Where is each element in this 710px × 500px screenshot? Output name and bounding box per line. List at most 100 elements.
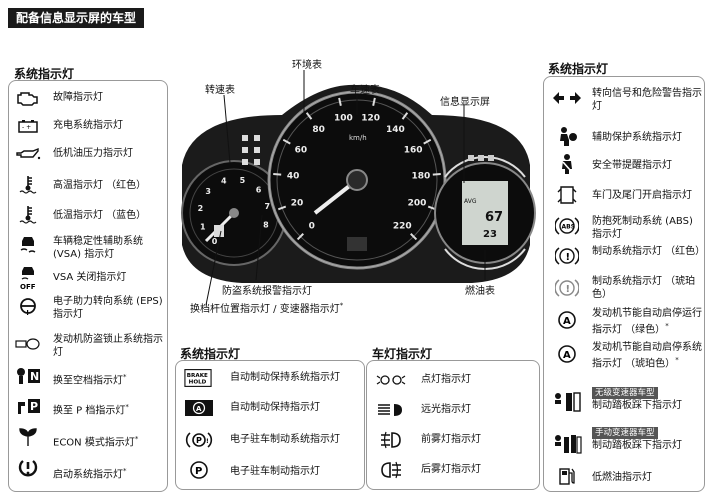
speed-tick-mark <box>410 233 418 241</box>
middle-panel-title: 系统指示灯 <box>180 347 241 361</box>
indicator-label: ECON 模式指示灯* <box>53 435 139 449</box>
svg-text:P: P <box>195 466 202 477</box>
svg-text:OFF: OFF <box>20 283 36 291</box>
indicator-label: 低燃油指示灯 <box>592 472 652 483</box>
auto-idle-green-icon: A <box>554 309 580 331</box>
indicator-label: 车门及尾门开启指示灯 <box>592 190 692 201</box>
indicator-label: 故障指示灯 <box>53 92 103 103</box>
indicator-label: 前雾灯指示灯 <box>421 434 481 445</box>
indicator-label: 电子助力转向系统 (EPS) 指示灯 <box>53 296 163 320</box>
cvt-pedal-icon <box>552 391 582 413</box>
indicator-label: 发动机节能自动启停运行指示灯 （绿色）* <box>592 308 702 336</box>
indicator-label: 换至 P 档指示灯* <box>53 403 129 417</box>
speed-tick-mark <box>401 112 409 120</box>
light-panel-title: 车灯指示灯 <box>372 347 433 361</box>
speed-tick-label: 140 <box>386 125 405 135</box>
indicator-label: 点灯指示灯 <box>421 374 471 385</box>
speed-tick-label: 0 <box>309 221 315 231</box>
info-display-label: 信息显示屏 <box>440 97 490 108</box>
indicator-label: 防抱死制动系统 (ABS) 指示灯 <box>592 216 693 240</box>
mt-model-tag: 手动变速器车型 <box>592 427 658 439</box>
turn-signal-icon <box>552 87 582 109</box>
svg-text:!: ! <box>206 438 209 445</box>
indicator-label: 低温指示灯 （蓝色） <box>53 210 147 221</box>
fuel-gauge-label: 燃油表 <box>465 286 495 297</box>
svg-text:HOLD: HOLD <box>189 380 207 386</box>
speed-tick-mark <box>277 205 287 211</box>
ambient-gauge-label: 环境表 <box>292 60 322 71</box>
speed-tick-label: 180 <box>411 171 430 181</box>
left-indicator-panel: 故障指示灯 - + 充电系统指示灯 低机油压力指示灯 高温指示灯 （红色） 低温… <box>8 80 168 492</box>
speed-tick-mark <box>372 97 376 106</box>
pedal-indicator: 无级变速器车型 制动踏板踩下指示灯 <box>592 387 682 411</box>
svg-text:A: A <box>563 316 571 327</box>
door-open-icon <box>554 183 580 205</box>
indicator-label: 辅助保护系统指示灯 <box>592 132 682 143</box>
speed-tick-mark <box>273 173 282 176</box>
speed-tick-mark <box>305 112 313 120</box>
info-display: AVG 67 23 <box>434 156 536 270</box>
speed-tick-mark <box>423 138 432 145</box>
callout-lines <box>205 70 486 306</box>
indicator-label: 发动机防盗锁止系统指示灯 <box>53 334 163 358</box>
indicator-label: 远光指示灯 <box>421 404 471 415</box>
cluster-icons-right <box>468 155 494 161</box>
svg-text:BRAKE: BRAKE <box>187 373 208 379</box>
vsa-off-icon: OFF <box>15 265 41 291</box>
tach-tick-label: 8 <box>263 221 269 230</box>
indicator-label: 后雾灯指示灯 <box>421 464 481 475</box>
shift-indicator-label: 换档杆位置指示灯 / 变速器指示灯* <box>190 301 344 315</box>
indicator-label: 车辆稳定性辅助系统 (VSA) 指示灯 <box>53 236 143 260</box>
speed-tick-label: 20 <box>291 198 304 208</box>
tach-tick-label: 3 <box>205 187 211 196</box>
shift-to-neutral-icon: N <box>15 365 41 387</box>
parking-light-icon <box>375 369 407 391</box>
indicator-label: 充电系统指示灯 <box>53 120 123 131</box>
temp-low-icon <box>15 203 41 225</box>
indicator-label: 低机油压力指示灯 <box>53 148 133 159</box>
oil-can-icon <box>15 143 41 165</box>
tach-tick-label: 0 <box>212 237 218 246</box>
ambient-ring <box>268 91 446 269</box>
indicator-label: 自动制动保持指示灯 <box>230 402 320 413</box>
speed-tick-mark <box>282 138 291 145</box>
speed-tick-label: 80 <box>312 125 325 135</box>
indicator-label: VSA 关闭指示灯 <box>53 272 127 283</box>
tach-tick-label: 2 <box>198 204 204 213</box>
abs-icon: ABS <box>554 215 580 237</box>
speed-tick-mark <box>338 97 342 106</box>
svg-text:!: ! <box>566 284 571 295</box>
speed-tick-label: 120 <box>361 113 380 123</box>
speed-tick-label: 160 <box>404 145 423 155</box>
cvt-model-tag: 无级变速器车型 <box>592 387 658 399</box>
page-header: 配备信息显示屏的车型 <box>0 0 710 36</box>
svg-text:!: ! <box>26 309 29 317</box>
tach-tick-label: 7 <box>264 202 270 211</box>
page-title: 配备信息显示屏的车型 <box>8 8 145 28</box>
indicator-label: 电子驻车制动指示灯 <box>230 466 320 477</box>
tach-tick-label: 5 <box>240 176 246 185</box>
indicator-label: 安全带提醒指示灯 <box>592 160 672 171</box>
svg-text:23: 23 <box>483 229 497 240</box>
svg-text:AVG: AVG <box>464 198 477 205</box>
svg-text:P: P <box>30 400 38 413</box>
speed-tick-label: 200 <box>408 198 427 208</box>
indicator-label: 自动制动保持系统指示灯 <box>230 372 340 383</box>
indicator-label: 制动系统指示灯 （琥珀色） <box>592 276 696 300</box>
indicator-label: 发动机节能自动启停系统指示灯 （琥珀色）* <box>592 342 702 370</box>
svg-text:km/h: km/h <box>349 134 367 142</box>
speed-tick-mark <box>432 173 441 176</box>
immobilizer-icon <box>15 333 41 355</box>
shift-to-park-icon: P <box>15 395 41 417</box>
tach-tick-label: 1 <box>200 222 206 231</box>
vsa-icon <box>15 233 41 255</box>
low-fuel-icon <box>554 465 580 487</box>
battery-icon: - + <box>15 115 41 137</box>
front-fog-icon <box>375 429 407 451</box>
speed-tick-label: 220 <box>393 221 412 231</box>
indicator-label: 换至空档指示灯* <box>53 373 127 387</box>
svg-text:- +: - + <box>22 124 31 131</box>
svg-text:ABS: ABS <box>562 224 576 231</box>
